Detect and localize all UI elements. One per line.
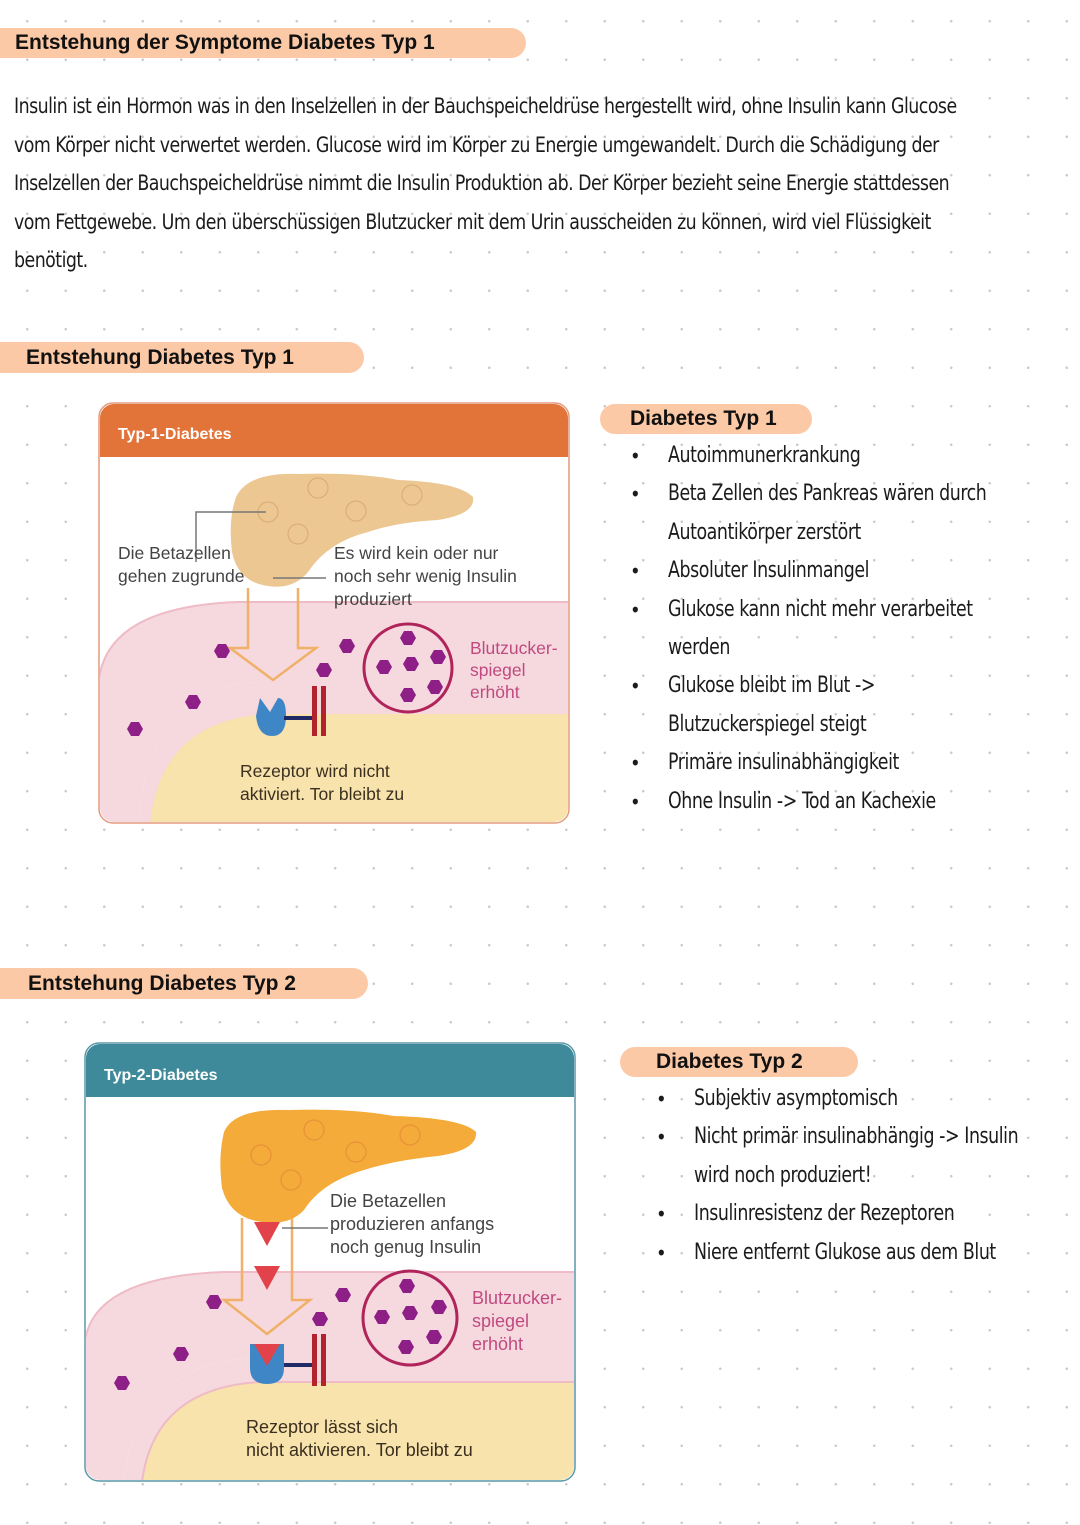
list-title-typ1: Diabetes Typ 1 <box>600 404 812 434</box>
figure-title: Typ-2-Diabetes <box>104 1067 218 1084</box>
figure-title: Typ-1-Diabetes <box>118 426 232 443</box>
list-item: •Absoluter Insulinmangel <box>630 558 870 584</box>
list-item: •Ohne Insulin -> Tod an Kachexie <box>630 788 936 814</box>
figure-typ1-diabetes: Typ-1-Diabetes Die Betazellen gehen zugr… <box>98 402 570 824</box>
list-item: •Nicht primär insulinabhängig -> Insulin… <box>656 1124 1019 1188</box>
figure-header <box>86 1044 574 1097</box>
list-title-text: Diabetes Typ 1 <box>630 407 777 430</box>
paragraph-line: vom Fettgewebe. Um den überschüssigen Bl… <box>14 209 931 235</box>
svg-text:Blutzucker- spiegel: Blutzucker- spiegel erhöht <box>472 1288 567 1354</box>
list-item: •Insulinresistenz der Rezeptoren <box>656 1201 955 1227</box>
list-item: •Niere entfernt Glukose aus dem Blut <box>656 1239 996 1265</box>
list-title-text: Diabetes Typ 2 <box>656 1050 803 1073</box>
svg-text:Rezeptor lässt sich nich: Rezeptor lässt sich nicht aktivieren. To… <box>246 1417 473 1460</box>
paragraph-line: Inselzellen der Bauchspeicheldrüse nimmt… <box>14 171 950 196</box>
svg-text:Es wird kein oder nur no: Es wird kein oder nur noch sehr wenig In… <box>334 543 522 609</box>
paragraph-line: Insulin ist ein Hormon was in den Inselz… <box>14 94 957 119</box>
section-heading-typ1: Entstehung Diabetes Typ 1 <box>0 342 364 373</box>
svg-text:Die Betazellen gehen zug: Die Betazellen gehen zugrunde <box>118 543 245 586</box>
svg-text:Die Betazellen produzier: Die Betazellen produzieren anfangs noch … <box>330 1191 499 1257</box>
list-item: •Glukose bleibt im Blut ->Blutzuckerspie… <box>630 673 876 737</box>
section-heading-typ2: Entstehung Diabetes Typ 2 <box>0 968 368 999</box>
list-item: •Primäre insulinabhängigkeit <box>630 750 899 776</box>
svg-text:Blutzucker- spiegel: Blutzucker- spiegel erhöht <box>470 638 562 702</box>
typ1-bullet-list: •Autoimmunerkrankung •Beta Zellen des Pa… <box>630 437 1080 821</box>
list-item: •Autoimmunerkrankung <box>630 443 861 468</box>
intro-paragraph: Insulin ist ein Hormon was in den Inselz… <box>14 88 1031 281</box>
figure-header <box>100 404 568 457</box>
paragraph-line: benötigt. <box>14 248 88 273</box>
heading-text: Entstehung Diabetes Typ 2 <box>28 971 296 995</box>
paragraph-line: vom Körper nicht verwertet werden. Gluco… <box>14 132 939 158</box>
figure-typ2-diabetes: Typ-2-Diabetes Die Betazellen produziere… <box>84 1042 576 1482</box>
list-title-typ2: Diabetes Typ 2 <box>620 1047 858 1077</box>
section-heading-symptome: Entstehung der Symptome Diabetes Typ 1 <box>0 28 526 58</box>
heading-text: Entstehung Diabetes Typ 1 <box>26 345 294 369</box>
list-item: •Subjektiv asymptomisch <box>656 1086 898 1111</box>
typ2-bullet-list: •Subjektiv asymptomisch •Nicht primär in… <box>656 1080 1080 1272</box>
svg-text:Rezeptor wird nicht akti: Rezeptor wird nicht aktiviert. Tor bleib… <box>240 761 404 804</box>
heading-text: Entstehung der Symptome Diabetes Typ 1 <box>15 31 435 54</box>
